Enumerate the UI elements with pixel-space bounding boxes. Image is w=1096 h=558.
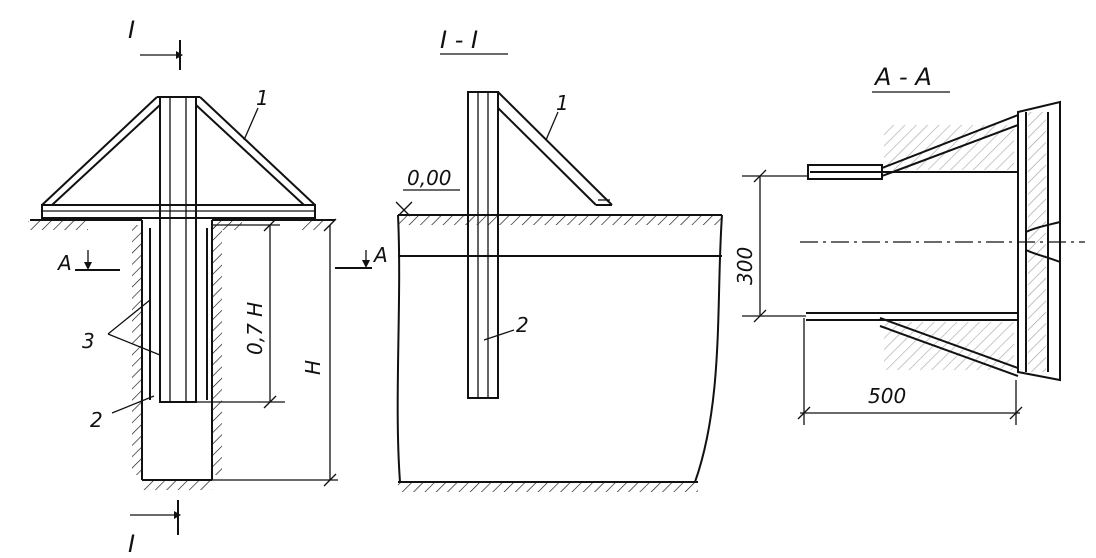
- cut-label-bottom: I: [128, 530, 135, 558]
- section-A-title: A - A: [873, 63, 932, 91]
- callout-2-left: 2: [90, 408, 103, 432]
- callout-3: 3: [82, 329, 95, 353]
- cut-mark-top: I: [128, 16, 183, 70]
- callout-2-mid: 2: [516, 313, 529, 337]
- lower-channel: [806, 312, 1019, 377]
- cut-A-right: A: [335, 243, 388, 269]
- callout-1-left: 1: [256, 86, 269, 110]
- level-label: 0,00: [407, 166, 452, 190]
- left-bracing: [41, 96, 316, 206]
- section-I-view: I - I 0,00 1 2: [395, 26, 723, 492]
- upper-channel: [807, 114, 1019, 180]
- dim-07H-label: 0,7 H: [243, 302, 267, 355]
- cut-label-top: I: [128, 16, 135, 44]
- cut-A-right-label: A: [372, 243, 388, 267]
- dim-300-label: 300: [733, 247, 757, 285]
- section-I-title: I - I: [440, 26, 478, 54]
- callout-1-mid: 1: [556, 91, 569, 115]
- cut-A-left-label: A: [56, 251, 72, 275]
- dim-H: H: [212, 218, 338, 487]
- cut-A-left: A: [56, 250, 120, 275]
- cut-mark-bottom: I: [128, 500, 181, 558]
- post: [159, 96, 197, 403]
- section-A-view: A - A: [733, 63, 1085, 425]
- elevation-view: I I: [28, 16, 388, 558]
- dim-300: 300: [733, 169, 808, 323]
- dim-H-label: H: [301, 360, 325, 375]
- dim-07H: 0,7 H: [196, 218, 285, 409]
- dim-500: 500: [797, 318, 1023, 425]
- dim-500-label: 500: [868, 384, 906, 408]
- end-plate: [1017, 100, 1061, 382]
